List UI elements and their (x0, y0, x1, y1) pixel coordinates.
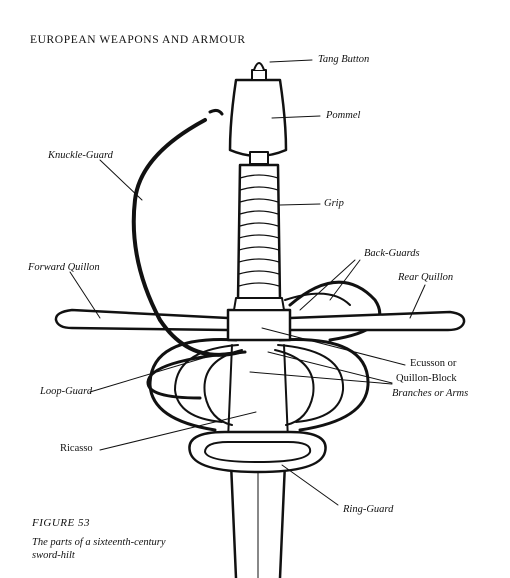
figure-caption: The parts of a sixteenth-century sword-h… (32, 537, 166, 561)
label-tang-button: Tang Button (318, 54, 370, 65)
ecusson (226, 308, 292, 342)
branches (148, 338, 238, 432)
forward-quillon (54, 308, 230, 332)
label-loop-guard: Loop-Guard (40, 386, 93, 397)
label-grip: Grip (324, 198, 344, 209)
label-back-guards: Back-Guards (364, 248, 420, 259)
figure-number: FIGURE 53 (32, 517, 90, 529)
leader-lines (69, 59, 426, 506)
label-ricasso: Ricasso (60, 443, 93, 454)
label-pommel: Pommel (326, 110, 361, 121)
loop-guard (146, 350, 247, 400)
label-ecusson: Ecusson or (410, 358, 457, 369)
rear-quillon (288, 310, 466, 332)
label-rear-quillon: Rear Quillon (398, 272, 454, 283)
label-branches: Branches or Arms (392, 388, 469, 399)
tang-button (251, 69, 267, 81)
back-guards (288, 280, 382, 342)
grip (236, 163, 282, 302)
knuckle-guard (131, 118, 242, 357)
label-quillon-block: Quillon-Block (396, 373, 457, 384)
running-header: EUROPEAN WEAPONS AND ARMOUR (30, 34, 246, 46)
label-knuckle-guard: Knuckle-Guard (48, 150, 113, 161)
label-ring-guard: Ring-Guard (343, 504, 394, 515)
label-forward-quillon: Forward Quillon (28, 262, 100, 273)
ring-guard (188, 430, 327, 474)
